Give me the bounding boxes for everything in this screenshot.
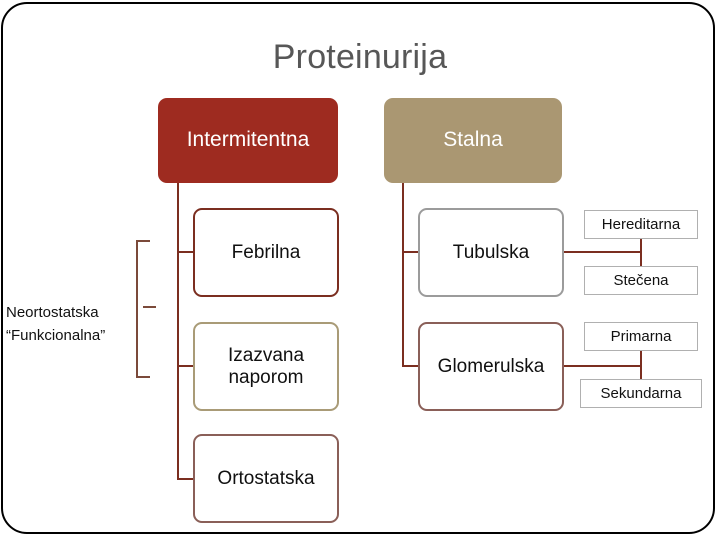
connector-tubulska-to-chips bbox=[563, 251, 641, 253]
side-label-line-1: Neortostatska bbox=[6, 304, 99, 321]
node-izazvana-line-1: Izazvana bbox=[227, 344, 305, 366]
side-label-neortostatska: Neortostatska “Funkcionalna” bbox=[6, 302, 136, 347]
slide-frame-border bbox=[1, 2, 715, 534]
node-izazvana-line-2: naporom bbox=[228, 366, 304, 388]
node-izazvana-naporom[interactable]: Izazvana naporom bbox=[193, 322, 339, 411]
connector-chip-riser-glomerulska bbox=[640, 350, 642, 380]
connector-trunk-stalna bbox=[402, 183, 404, 367]
chip-hereditarna[interactable]: Hereditarna bbox=[584, 210, 698, 239]
grouping-bracket-pointer bbox=[143, 306, 156, 308]
side-label-line-2: “Funkcionalna” bbox=[6, 326, 106, 344]
connector-glomerulska-to-chips bbox=[563, 365, 641, 367]
connector-trunk-intermitentna bbox=[177, 183, 179, 480]
node-ortostatska[interactable]: Ortostatska bbox=[193, 434, 339, 523]
connector-branch-ortostatska bbox=[177, 478, 195, 480]
node-intermitentna[interactable]: Intermitentna bbox=[158, 98, 338, 183]
connector-branch-glomerulska bbox=[402, 365, 420, 367]
connector-branch-izazvana bbox=[177, 365, 195, 367]
connector-branch-tubulska bbox=[402, 251, 420, 253]
grouping-bracket bbox=[136, 240, 150, 378]
node-febrilna[interactable]: Febrilna bbox=[193, 208, 339, 297]
page-title: Proteinurija bbox=[272, 38, 448, 76]
node-glomerulska[interactable]: Glomerulska bbox=[418, 322, 564, 411]
chip-sekundarna[interactable]: Sekundarna bbox=[580, 379, 702, 408]
node-stalna[interactable]: Stalna bbox=[384, 98, 562, 183]
chip-primarna[interactable]: Primarna bbox=[584, 322, 698, 351]
node-tubulska[interactable]: Tubulska bbox=[418, 208, 564, 297]
connector-branch-febrilna bbox=[177, 251, 195, 253]
chip-stecena[interactable]: Stečena bbox=[584, 266, 698, 295]
connector-chip-riser-tubulska bbox=[640, 238, 642, 267]
